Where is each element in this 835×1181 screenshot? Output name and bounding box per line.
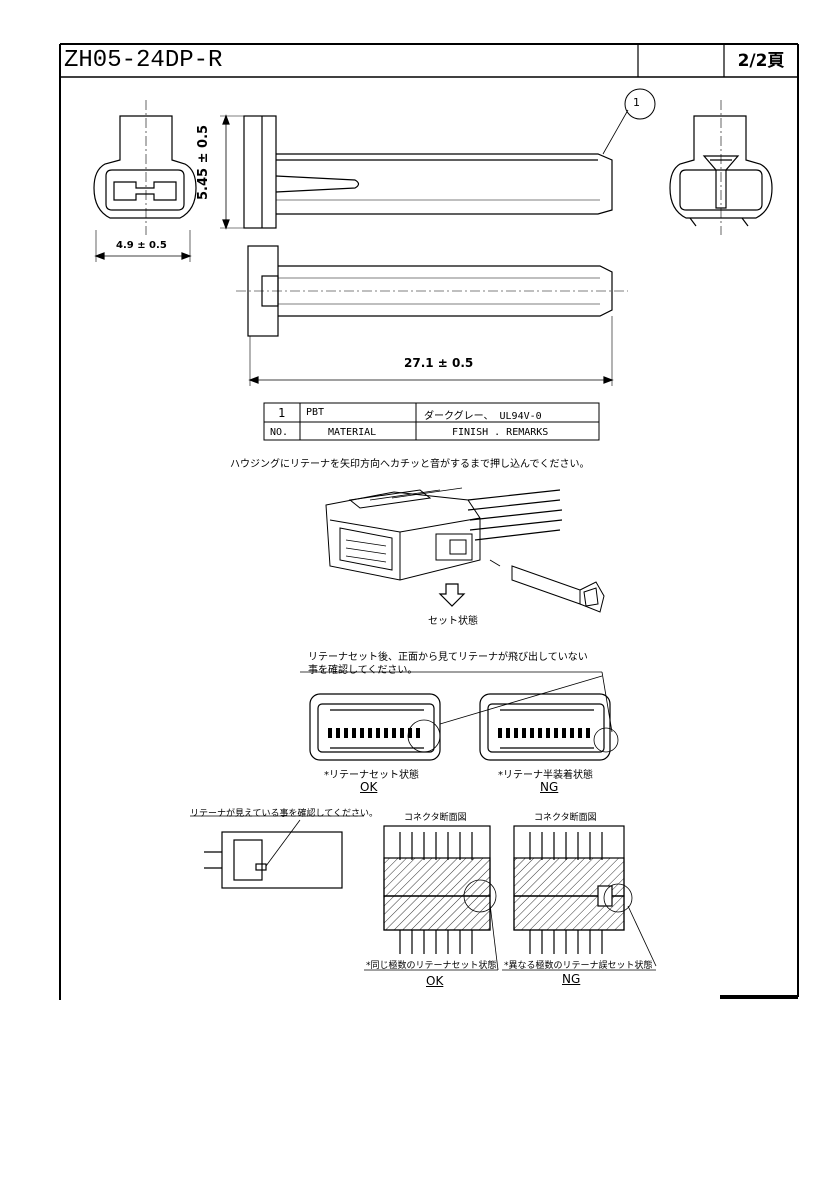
left-end-view (93, 100, 197, 262)
table-row-no: 1 (278, 406, 286, 420)
section-ng-caption: *異なる極数のリテーナ誤セット状態 (504, 961, 653, 971)
insert-instruction: ハウジングにリテーナを矢印方向へカチッと音がするまで押し込んでください。 (230, 459, 590, 470)
page-number: 2/2頁 (737, 51, 785, 71)
section-view-ng (502, 825, 657, 971)
front-check-line-2: 事を確認してください。 (308, 665, 418, 676)
drawing-frame (59, 43, 799, 1000)
front-check-line-1: リテーナセット後、正面から見てリテーナが飛び出していない (308, 652, 588, 663)
section-ok-label: OK (426, 974, 444, 988)
section-ok-caption: *同じ極数のリテーナセット状態 (366, 961, 497, 971)
section-ng-label: NG (562, 972, 581, 986)
material-table-lines (263, 402, 600, 441)
front-ok-caption: *リテーナセット状態 (324, 770, 419, 781)
part-number-title: ZH05-24DP-R (64, 47, 223, 74)
section-view-ok (364, 825, 499, 971)
balloon-number: 1 (633, 96, 640, 109)
retainer-side-view (220, 88, 656, 230)
front-view-ng (300, 671, 619, 761)
section-title-right: コネクタ断面図 (534, 813, 597, 823)
width-dimension: 4.9 ± 0.5 (116, 240, 167, 251)
retainer-top-view (236, 245, 628, 386)
front-ng-caption: *リテーナ半装着状態 (498, 770, 593, 781)
length-dimension: 27.1 ± 0.5 (404, 356, 474, 370)
height-dimension: 5.45 ± 0.5 (196, 124, 211, 200)
assembly-illustration (325, 487, 605, 613)
table-header-no: NO. (270, 427, 289, 438)
side-check-instruction: リテーナが見えている事を確認してください。 (190, 809, 379, 819)
table-header-material: MATERIAL (328, 427, 377, 438)
front-ok-label: OK (360, 780, 378, 794)
table-header-finish: FINISH . REMARKS (452, 427, 549, 438)
front-view-ok (309, 675, 603, 761)
front-ng-label: NG (540, 780, 559, 794)
right-end-view (669, 100, 773, 235)
set-state-label: セット状態 (428, 616, 478, 627)
table-row-material: PBT (306, 407, 325, 418)
connector-side-view (190, 815, 364, 889)
section-title-left: コネクタ断面図 (404, 813, 467, 823)
table-row-finish: ダークグレー、 UL94V-0 (424, 411, 542, 422)
